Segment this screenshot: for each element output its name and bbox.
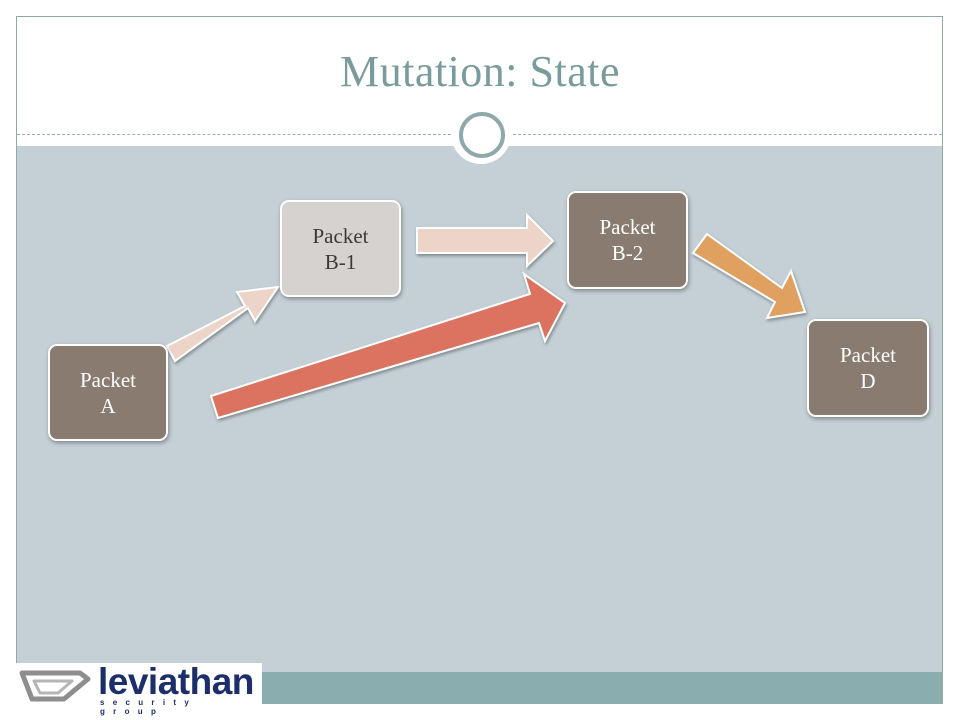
logo-wordmark: leviathan: [98, 661, 254, 702]
node-label-line1: Packet: [599, 215, 656, 239]
arrow-b2-to-d: [691, 232, 807, 320]
node-label-line2: D: [860, 369, 876, 393]
leviathan-logo: leviathan security group: [14, 661, 262, 716]
slide-title: Mutation: State: [339, 47, 621, 96]
node-label-line2: B-2: [611, 241, 644, 265]
logo-tagline: security group: [100, 698, 198, 716]
node-packet-a: Packet A: [48, 344, 168, 441]
arrow-b1-to-b2: [416, 212, 555, 269]
arrow-a-to-b1: [165, 285, 281, 363]
node-label-line2: A: [100, 393, 116, 418]
leviathan-shield-icon: [19, 670, 91, 702]
node-label-line1: Packet: [80, 367, 136, 392]
ornament-ring: [459, 112, 505, 158]
node-label-line2: B-1: [324, 249, 357, 274]
arrow-a-to-b2: [209, 271, 567, 420]
circle-ornament-icon: [451, 104, 511, 164]
node-label-line1: Packet: [312, 223, 369, 248]
node-packet-d: Packet D: [807, 319, 929, 417]
footer-band: [262, 672, 942, 704]
node-packet-b2: Packet B-2: [567, 191, 688, 289]
node-packet-b1: Packet B-1: [280, 200, 401, 297]
node-label-line1: Packet: [840, 343, 896, 367]
